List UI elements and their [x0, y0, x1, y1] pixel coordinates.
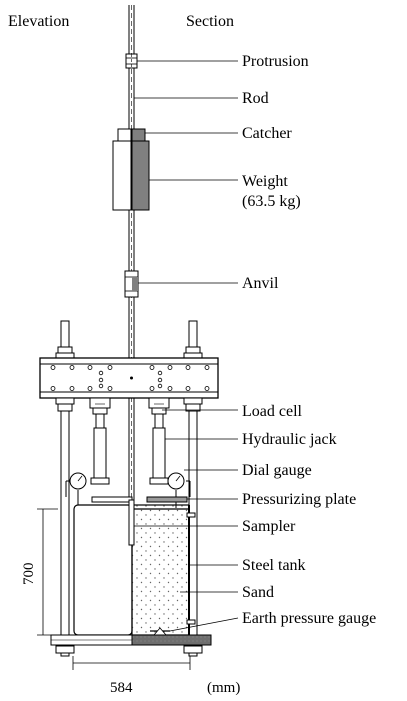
unit-label: (mm): [207, 680, 240, 696]
label-weight: Weight: [242, 173, 288, 190]
bottom-nuts: [55, 397, 203, 654]
steel-tank-elevation: [73, 504, 133, 636]
anvil: [124, 270, 139, 298]
load-cells: [89, 397, 170, 415]
label-steel-tank: Steel tank: [242, 557, 306, 574]
width-dimension: [72, 656, 191, 670]
label-anvil: Anvil: [242, 275, 279, 292]
protrusion: [125, 53, 138, 69]
hydraulic-jacks: [90, 413, 169, 485]
weight-hammer: [112, 140, 150, 211]
sampler: [128, 499, 135, 546]
dial-gauges: [65, 472, 191, 508]
label-pressurizing-plate: Pressurizing plate: [242, 491, 356, 508]
width-value: 584: [110, 680, 133, 696]
height-value: 700: [21, 563, 37, 586]
label-dial-gauge: Dial gauge: [242, 462, 312, 479]
base-plate: [50, 634, 212, 646]
leader-lines: [134, 60, 239, 632]
label-protrusion: Protrusion: [242, 53, 309, 70]
label-weight-mass: (63.5 kg): [242, 193, 301, 210]
label-load-cell: Load cell: [242, 403, 303, 420]
label-rod: Rod: [242, 90, 269, 107]
elevation-header: Elevation: [8, 13, 69, 30]
label-hydraulic-jack: Hydraulic jack: [242, 431, 337, 448]
steel-tank-section: [131, 504, 196, 636]
label-sand: Sand: [242, 584, 274, 601]
label-catcher: Catcher: [242, 125, 292, 142]
top-nuts: [55, 346, 203, 360]
label-sampler: Sampler: [242, 518, 296, 535]
section-header: Section: [186, 13, 234, 30]
loading-beam: [39, 357, 219, 399]
height-dimension: [37, 508, 58, 636]
catcher: [117, 128, 146, 142]
label-earth-pressure-gauge: Earth pressure gauge: [242, 610, 376, 627]
